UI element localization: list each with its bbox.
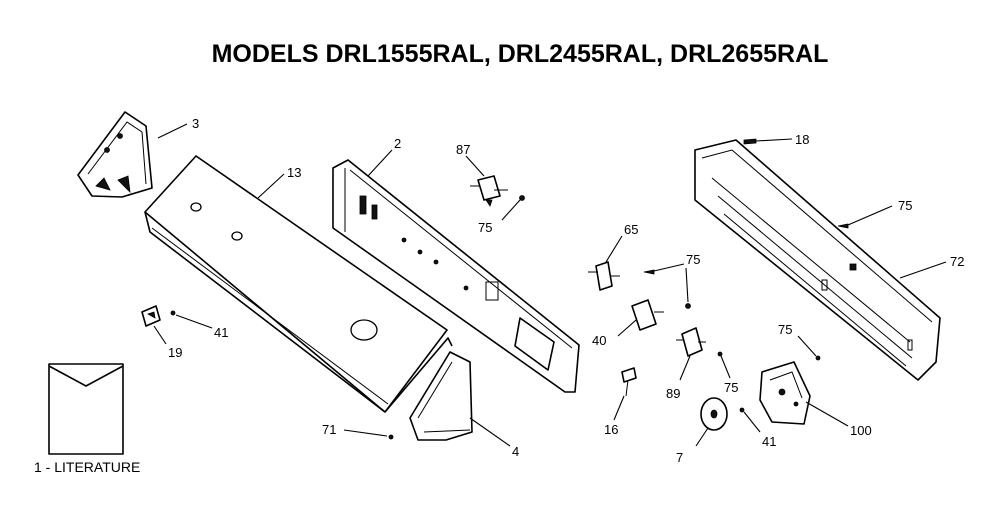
part-75-screw-a: [501, 195, 525, 221]
part-2-control-bracket: [332, 149, 580, 393]
callout-7: 7: [676, 450, 683, 465]
callout-75-d: 75: [724, 380, 738, 395]
callout-71: 71: [322, 422, 336, 437]
callout-41-a: 41: [214, 325, 228, 340]
part-75-screw-e: [797, 335, 821, 361]
callout-41-b: 41: [762, 434, 776, 449]
callout-2: 2: [394, 136, 401, 151]
part-89-switch: [676, 327, 706, 381]
callout-75-a: 75: [478, 220, 492, 235]
part-71-screw: [343, 429, 394, 440]
part-4-end-cap: [409, 351, 511, 447]
part-19-clip: [141, 305, 167, 345]
callout-75-c: 75: [686, 252, 700, 267]
literature-envelope-icon: [48, 363, 124, 455]
callout-19: 19: [168, 345, 182, 360]
part-3-end-cap: [77, 111, 188, 198]
part-41-screw-a: [170, 310, 213, 329]
part-75-screw-c: [643, 263, 691, 309]
callout-100: 100: [850, 423, 872, 438]
part-65-switch: [588, 235, 623, 291]
callout-65: 65: [624, 222, 638, 237]
part-7-knob: [695, 397, 728, 447]
callout-18: 18: [795, 132, 809, 147]
part-40-switch: [617, 299, 664, 337]
part-100-timer: [759, 361, 849, 427]
callout-87: 87: [456, 142, 470, 157]
callout-13: 13: [287, 165, 301, 180]
part-87-switch: [465, 155, 508, 207]
part-41-screw-b: [739, 407, 761, 433]
literature-label: 1 - LITERATURE: [34, 459, 140, 475]
callout-75-b: 75: [898, 198, 912, 213]
part-13-console-panel: [144, 155, 453, 413]
part-16-fitting: [613, 367, 637, 421]
callout-75-e: 75: [778, 322, 792, 337]
callout-16: 16: [604, 422, 618, 437]
callout-4: 4: [512, 444, 519, 459]
part-18-screw: [743, 138, 793, 145]
callout-40: 40: [592, 333, 606, 348]
part-72-rear-panel: [694, 139, 947, 381]
callout-72: 72: [950, 254, 964, 269]
diagram-title: MODELS DRL1555RAL, DRL2455RAL, DRL2655RA…: [212, 40, 829, 68]
part-75-screw-b: [837, 205, 893, 229]
part-75-screw-d: [717, 351, 731, 379]
callout-89: 89: [666, 386, 680, 401]
callout-3: 3: [192, 116, 199, 131]
